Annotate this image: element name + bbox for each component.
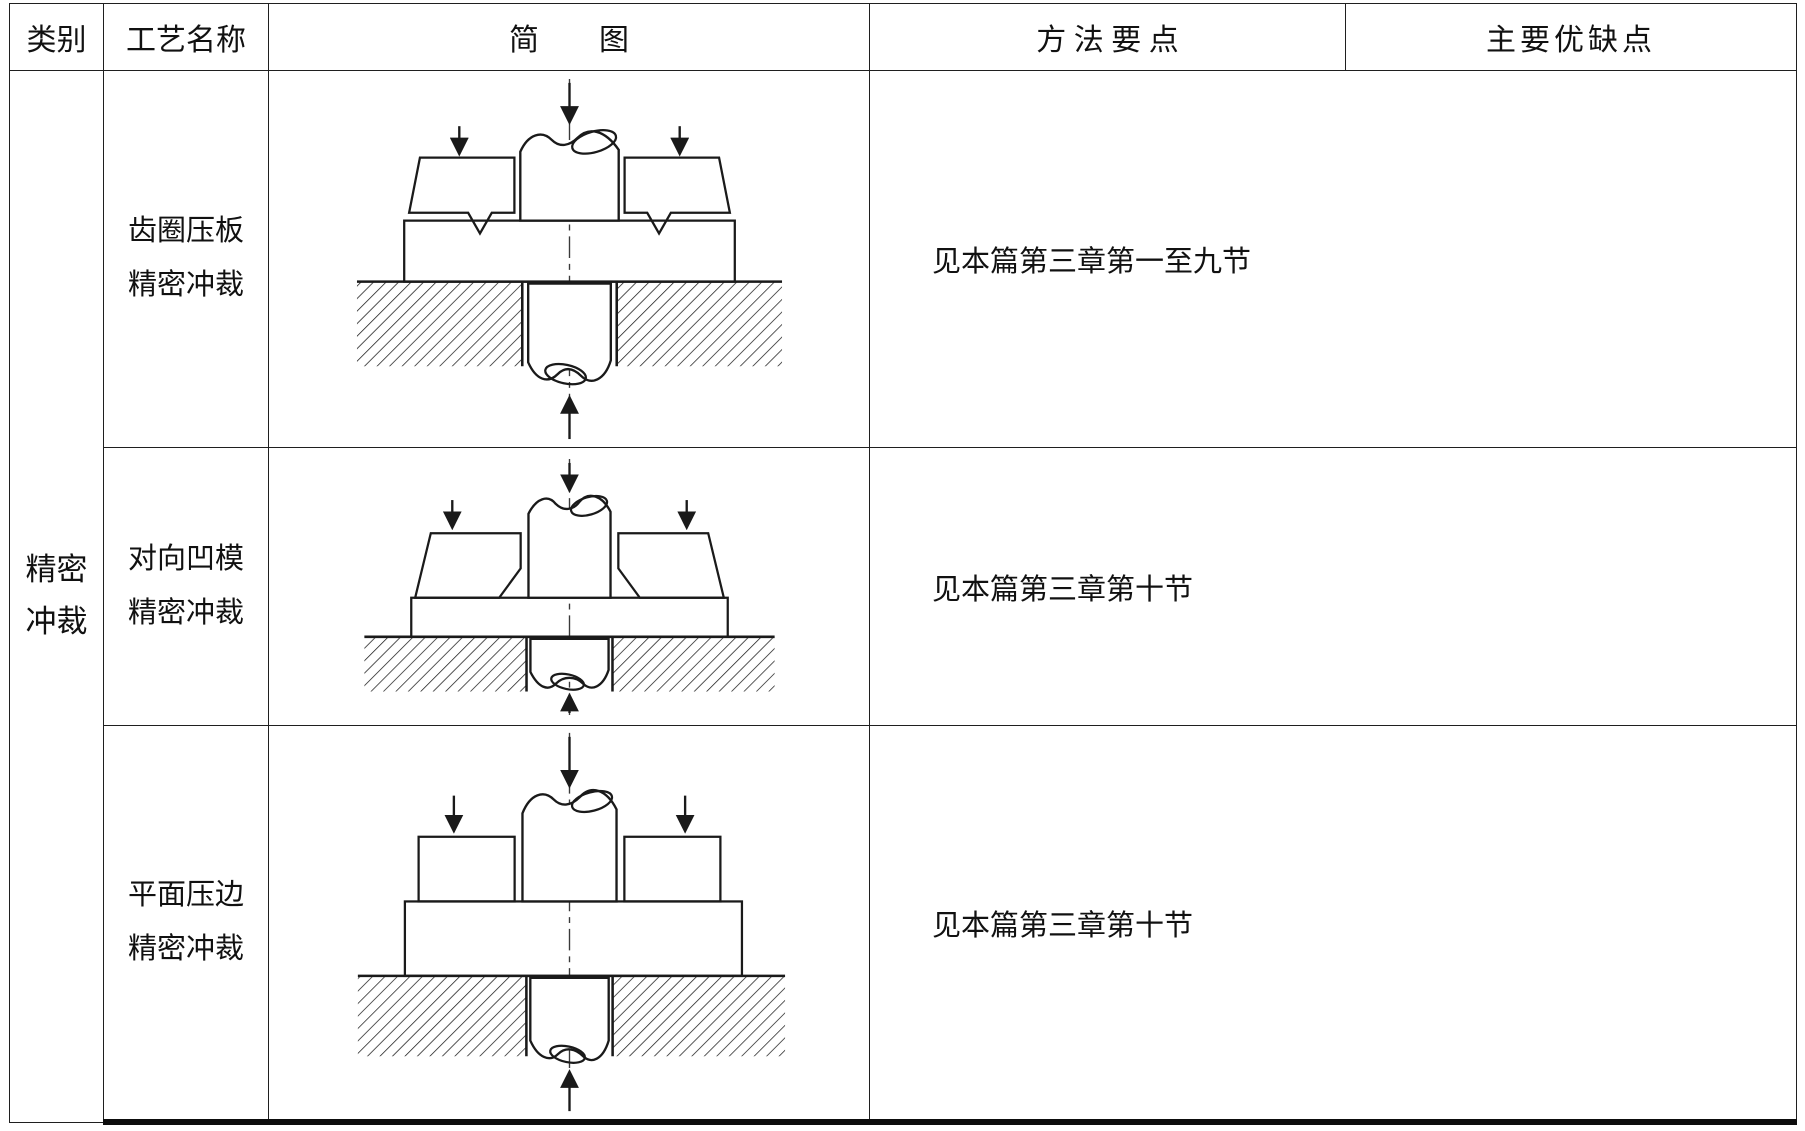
- method-points-cell: 见本篇第三章第一至九节: [869, 70, 1797, 448]
- counterpunch: [528, 637, 610, 691]
- process-name-line2: 精密冲裁: [127, 932, 244, 965]
- flat-blank-holder-right: [622, 835, 722, 903]
- v-ring-plate-fineblanking-schematic: [356, 78, 782, 440]
- force-arrows: [449, 82, 689, 440]
- schematic-cell: [268, 70, 870, 448]
- process-name-cell: 对向凹模 精密冲裁: [103, 447, 269, 726]
- punch: [526, 494, 612, 599]
- force-arrows: [442, 462, 696, 713]
- schematic-cell: [268, 725, 870, 1125]
- col-header-method-points: 方 法 要 点: [869, 3, 1346, 71]
- punch: [520, 788, 618, 903]
- col-header-category: 类别: [9, 3, 104, 71]
- lower-die: [357, 974, 785, 1056]
- process-name-cell: 齿圈压板 精密冲裁: [103, 70, 269, 448]
- lower-die: [363, 635, 775, 692]
- upper-die-left: [413, 531, 522, 599]
- header-row: 类别 工艺名称 简 图 方 法 要 点 主要优缺点: [9, 3, 1797, 71]
- process-name-line1: 对向凹模: [127, 542, 244, 575]
- v-ring-pressure-plate-right: [622, 156, 731, 236]
- process-name-line1: 齿圈压板: [127, 215, 244, 248]
- schematic-cell: [268, 447, 870, 726]
- table-row: 精密 冲裁 齿圈压板 精密冲裁: [9, 70, 1797, 1123]
- col-header-pros-cons: 主要优缺点: [1345, 3, 1797, 71]
- process-name-line2: 精密冲裁: [127, 269, 244, 301]
- table-row: 平面压边 精密冲裁: [10, 725, 1797, 1125]
- force-arrows: [443, 736, 695, 1111]
- flat-blank-holder-fineblanking-schematic: [357, 732, 785, 1113]
- category-label-line2: 冲裁: [25, 604, 88, 640]
- table-row: 对向凹模 精密冲裁: [10, 447, 1797, 726]
- fineblanking-process-table: 类别 工艺名称 简 图 方 法 要 点 主要优缺点 精密 冲裁 齿圈压板 精密冲…: [9, 3, 1797, 1125]
- category-cell: 精密 冲裁: [9, 70, 104, 1123]
- counterpunch: [528, 976, 610, 1064]
- opposed-die-fineblanking-schematic: [363, 458, 775, 715]
- process-name-cell: 平面压边 精密冲裁: [103, 725, 269, 1125]
- punch: [518, 129, 620, 222]
- method-points-cell: 见本篇第三章第十节: [869, 447, 1797, 726]
- process-name-line1: 平面压边: [127, 878, 244, 911]
- sheet-material: [403, 899, 743, 977]
- process-name-line2: 精密冲裁: [127, 596, 244, 629]
- col-header-process-name: 工艺名称: [103, 3, 269, 71]
- flat-blank-holder-left: [416, 835, 516, 903]
- method-points-cell: 见本篇第三章第十节: [869, 725, 1797, 1125]
- category-label-line1: 精密: [25, 551, 88, 587]
- counterpunch: [526, 282, 612, 386]
- col-header-schematic: 简 图: [268, 3, 870, 71]
- v-ring-pressure-plate-left: [407, 156, 516, 236]
- lower-die: [356, 280, 782, 367]
- upper-die-right: [616, 531, 725, 599]
